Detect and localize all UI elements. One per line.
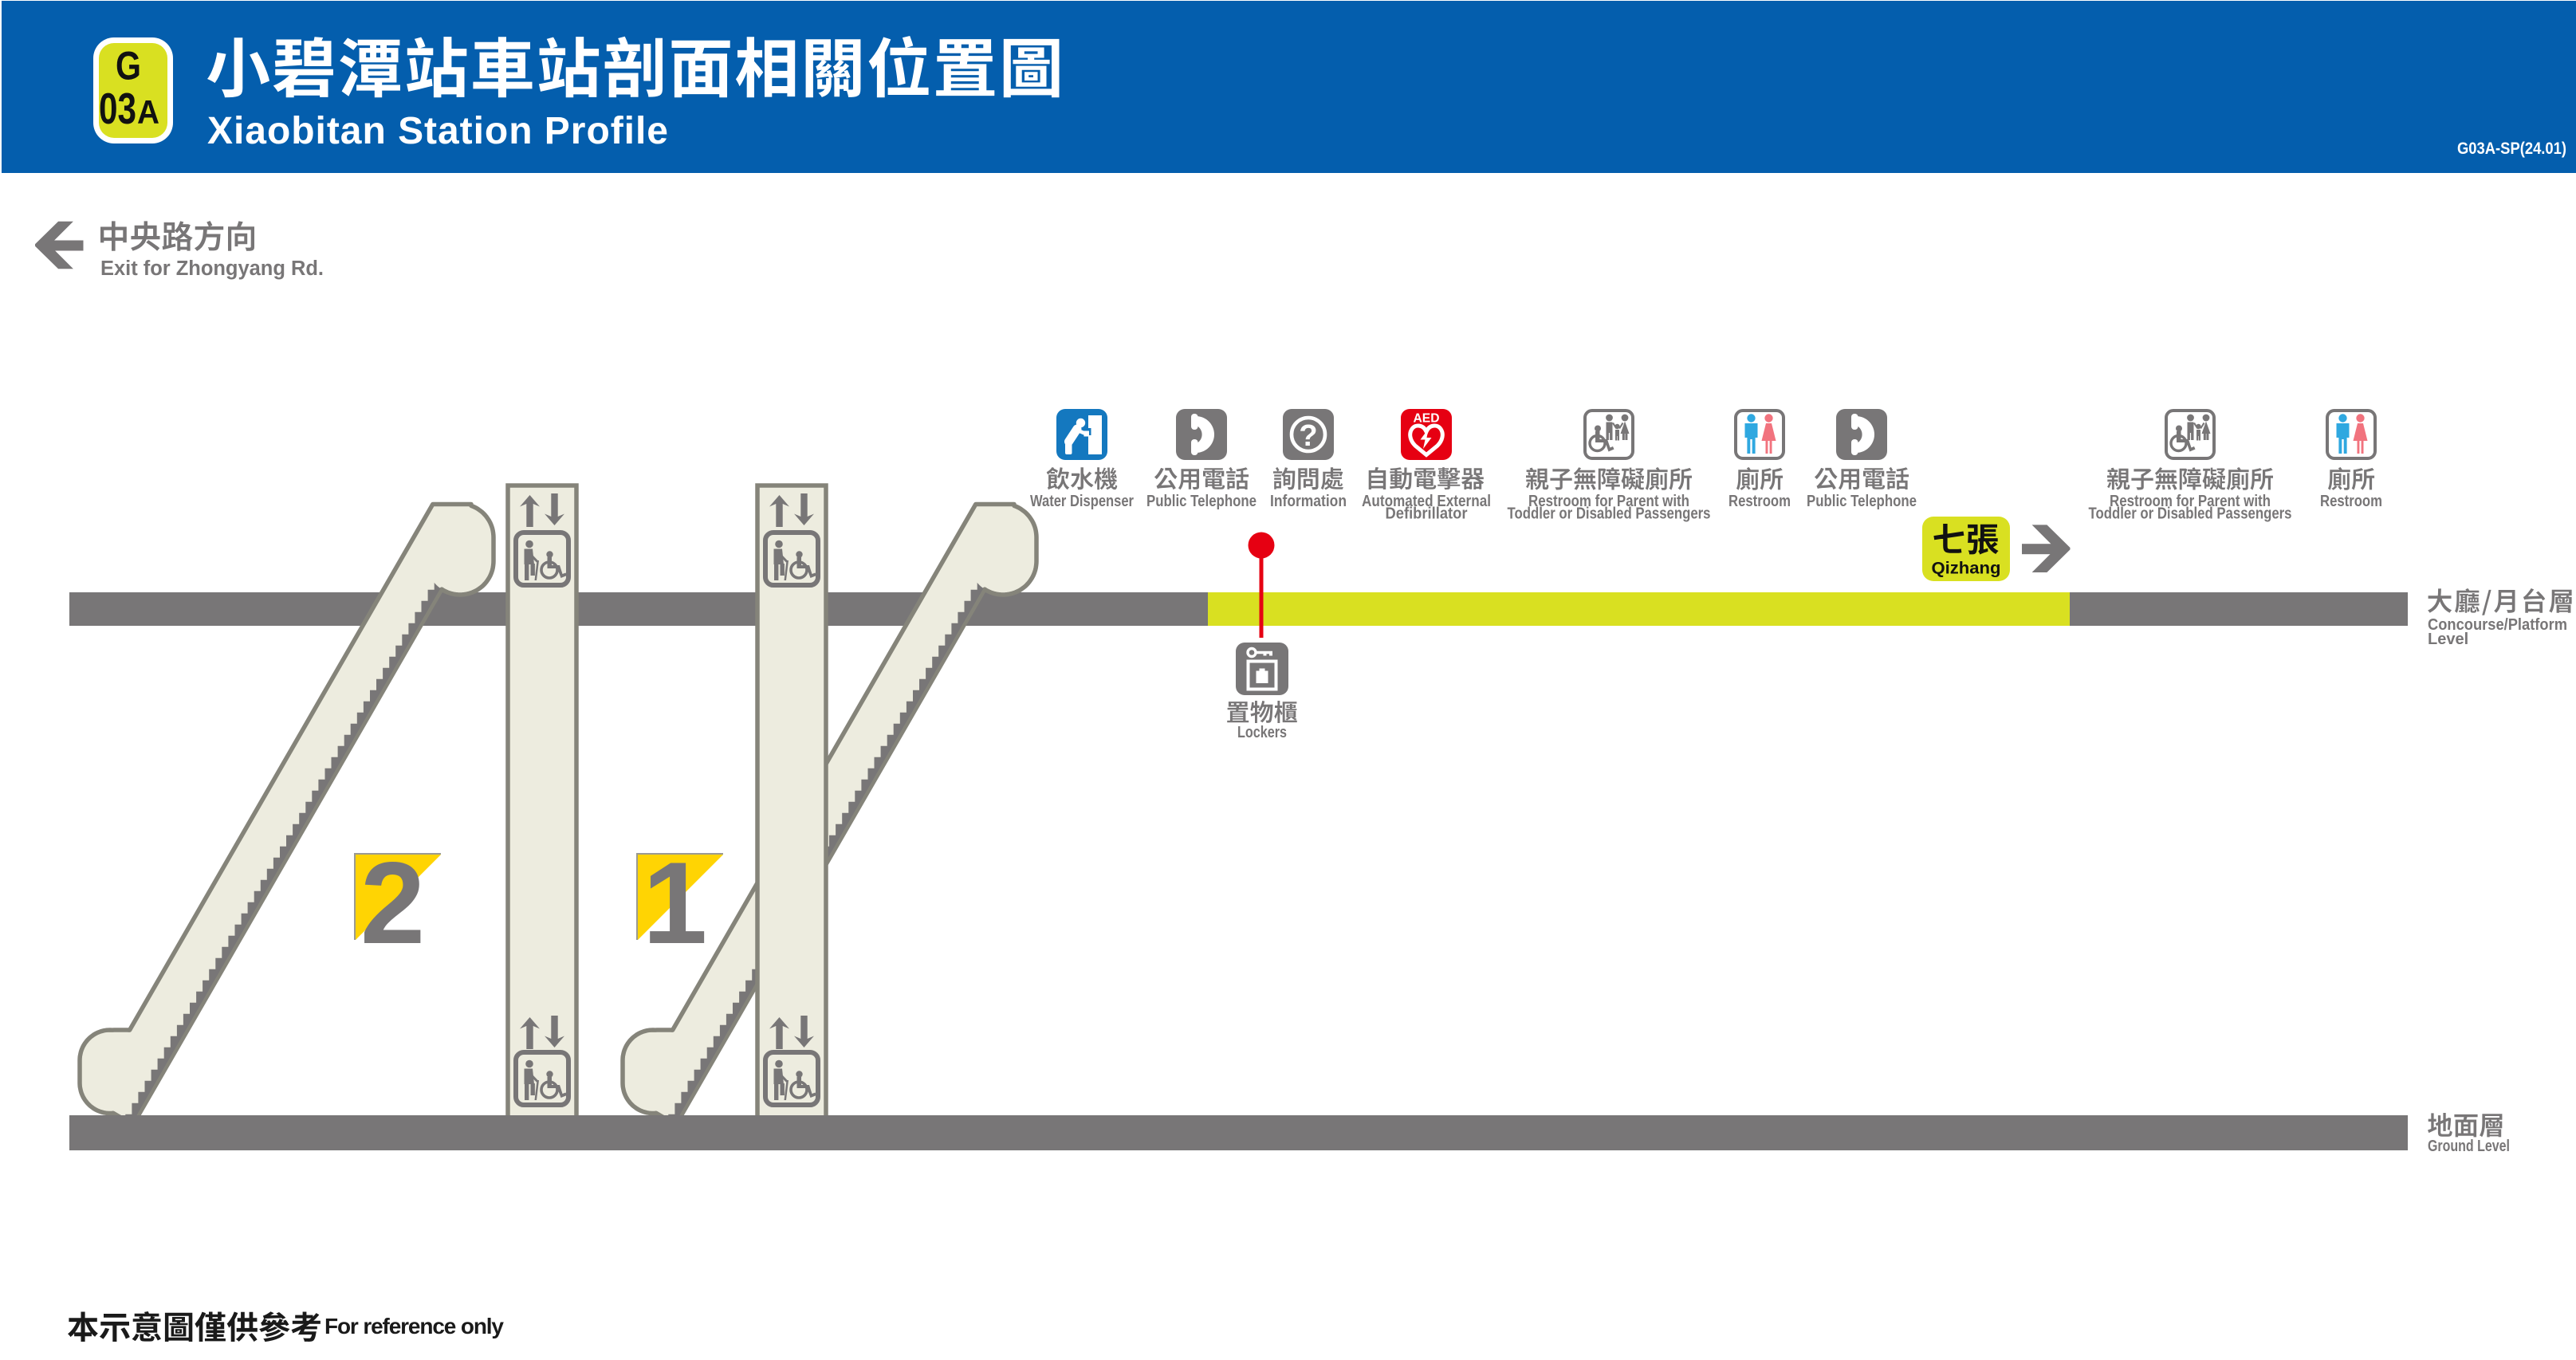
svg-text:Exit for Zhongyang Rd.: Exit for Zhongyang Rd. — [100, 257, 324, 280]
svg-text:For reference only: For reference only — [324, 1314, 504, 1338]
svg-text:Qizhang: Qizhang — [1932, 559, 2001, 578]
svg-text:Public Telephone: Public Telephone — [1807, 493, 1917, 510]
svg-text:G: G — [116, 44, 141, 88]
svg-text:Level: Level — [2428, 631, 2468, 648]
svg-text:1: 1 — [643, 838, 707, 968]
svg-text:Xiaobitan Station Profile: Xiaobitan Station Profile — [207, 110, 668, 152]
svg-text:Restroom for Parent with: Restroom for Parent with — [2110, 493, 2271, 510]
svg-text:Water Dispenser: Water Dispenser — [1030, 493, 1134, 510]
svg-text:Automated External: Automated External — [1362, 493, 1491, 510]
svg-text:AED: AED — [1414, 412, 1440, 426]
svg-text:Restroom for Parent with: Restroom for Parent with — [1528, 493, 1689, 510]
svg-text:Toddler or Disabled Passengers: Toddler or Disabled Passengers — [1508, 505, 1711, 523]
svg-text:Toddler or Disabled Passengers: Toddler or Disabled Passengers — [2089, 505, 2292, 523]
svg-text:2: 2 — [360, 838, 425, 968]
svg-text:Restroom: Restroom — [1728, 493, 1791, 510]
svg-text:Restroom: Restroom — [2320, 493, 2382, 510]
svg-text:?: ? — [1299, 419, 1317, 453]
svg-text:A: A — [137, 93, 159, 131]
svg-text:03: 03 — [99, 84, 136, 133]
svg-text:Ground Level: Ground Level — [2428, 1138, 2510, 1155]
svg-text:Concourse/Platform: Concourse/Platform — [2428, 616, 2567, 634]
svg-text:Lockers: Lockers — [1237, 724, 1287, 741]
svg-text:Public Telephone: Public Telephone — [1146, 493, 1257, 510]
svg-text:Defibrillator: Defibrillator — [1386, 505, 1468, 523]
svg-text:G03A-SP(24.01): G03A-SP(24.01) — [2457, 140, 2566, 158]
svg-text:Information: Information — [1270, 493, 1347, 510]
